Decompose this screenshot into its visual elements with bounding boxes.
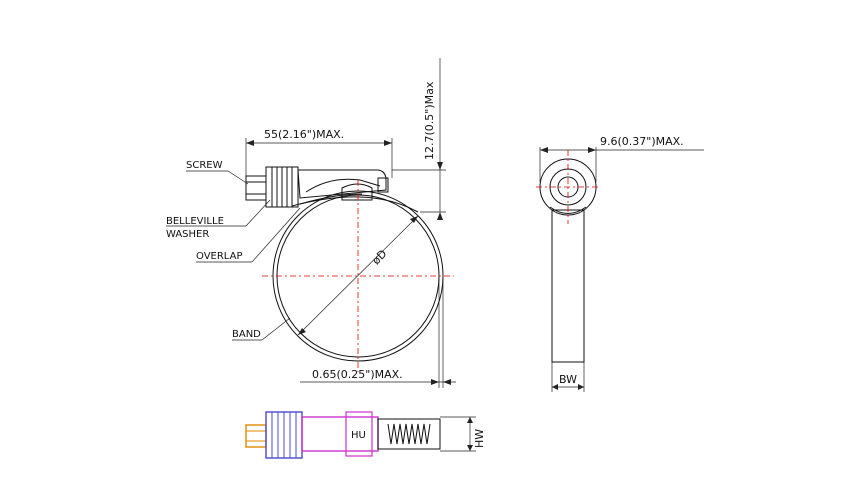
band-label: BAND [232, 329, 261, 340]
screw-head-hex [245, 175, 267, 201]
length-dimension: 55(2.16")MAX. [264, 128, 344, 141]
screw-tip [377, 177, 389, 193]
housing-bottom [301, 416, 379, 452]
front-view: øD 55(2.16")MAX. 12.7(0.5")Max 0.65(0.25… [166, 58, 456, 388]
bottom-view: HU HW [245, 411, 486, 459]
band-width-dimension: BW [559, 373, 577, 386]
housing-width-dimension: HW [473, 429, 486, 448]
height-dimension: 12.7(0.5")Max [423, 81, 436, 160]
band-thickness-dimension: 0.65(0.25")MAX. [312, 368, 403, 381]
screw-assembly-front [245, 166, 389, 208]
screw-head-bottom [245, 424, 267, 448]
band-strip-side [551, 209, 585, 363]
diameter-label: øD [370, 247, 390, 267]
housing-mark: HU [351, 430, 366, 441]
overlap-strip [291, 196, 419, 213]
side-width-dimension: 9.6(0.37")MAX. [600, 135, 684, 148]
overlap-label: OVERLAP [196, 251, 242, 262]
screw-label: SCREW [186, 160, 223, 171]
band-bottom [377, 418, 441, 450]
belleville-label-line1: BELLEVILLE [166, 216, 224, 227]
housing-body [297, 169, 387, 199]
belleville-label-line2: WASHER [166, 229, 209, 240]
side-view: 9.6(0.37")MAX. BW [536, 135, 704, 392]
thread-bottom [387, 423, 431, 445]
